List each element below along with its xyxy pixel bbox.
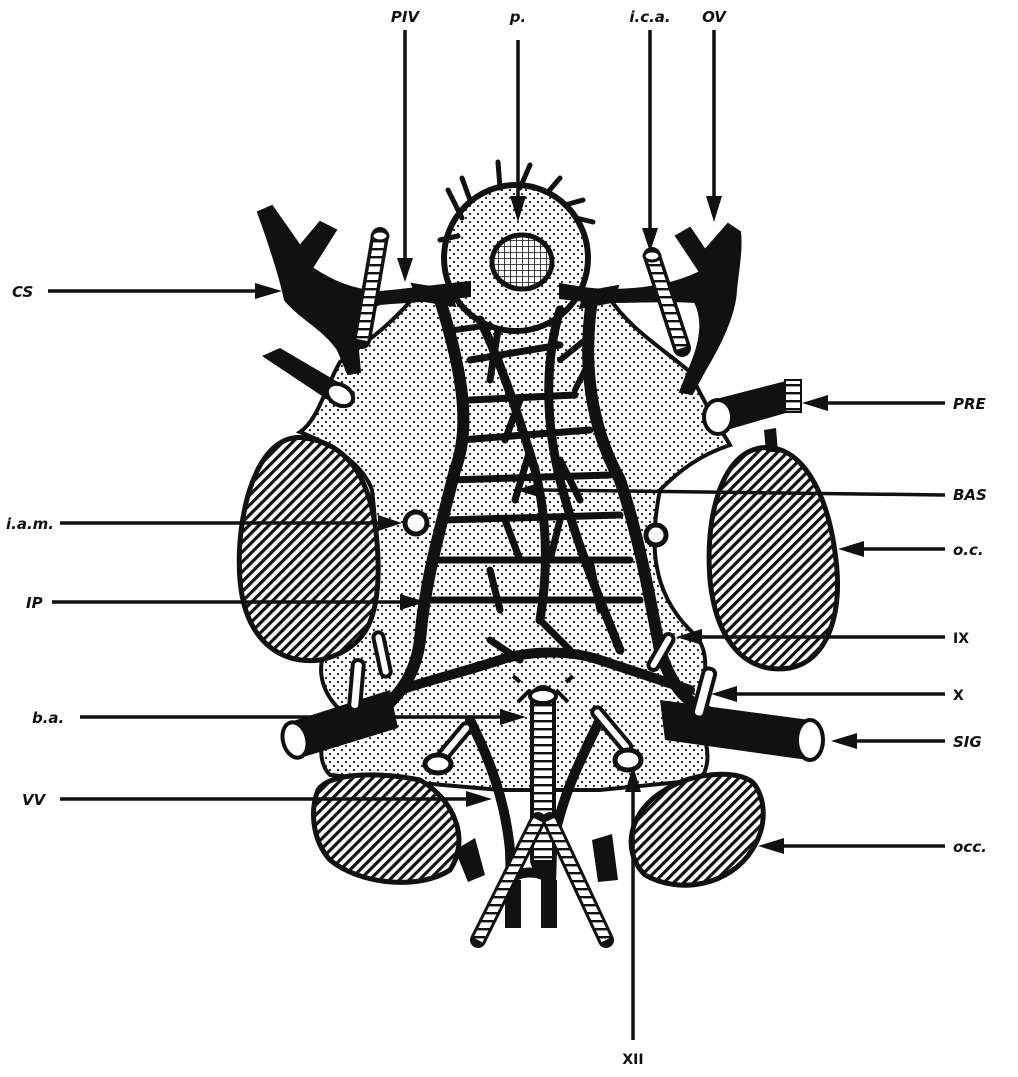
label-ix: IX bbox=[953, 631, 969, 647]
label-ica: i.c.a. bbox=[629, 8, 670, 26]
otic-capsule-left bbox=[239, 438, 378, 661]
label-sig: SIG bbox=[953, 733, 982, 751]
label-ip: IP bbox=[26, 594, 43, 612]
pituitary-gland bbox=[492, 235, 552, 289]
label-oc: o.c. bbox=[953, 541, 984, 559]
label-x: X bbox=[953, 688, 964, 704]
internal-carotid-left bbox=[362, 231, 388, 340]
internal-acoustic-meatus-right bbox=[646, 525, 666, 545]
vertebral-vein-right bbox=[541, 880, 557, 928]
label-bas: BAS bbox=[953, 486, 987, 504]
label-cs: CS bbox=[12, 283, 33, 301]
label-p: p. bbox=[509, 8, 526, 26]
label-pre: PRE bbox=[953, 395, 987, 413]
label-piv: PIV bbox=[391, 8, 421, 26]
occipital-left bbox=[314, 775, 459, 882]
internal-acoustic-meatus-left bbox=[405, 512, 427, 534]
condylar-emissary-right bbox=[592, 834, 618, 882]
label-occ: occ. bbox=[953, 838, 987, 856]
label-ba: b.a. bbox=[32, 709, 64, 727]
label-xii: XII bbox=[622, 1052, 643, 1068]
label-iam: i.a.m. bbox=[6, 515, 54, 533]
nerve-x-stub-left bbox=[349, 660, 364, 711]
label-ov: OV bbox=[702, 8, 727, 26]
hypoglossal-canal-right bbox=[615, 750, 641, 770]
occipital-right bbox=[631, 774, 763, 885]
hypoglossal-canal-left bbox=[425, 755, 451, 773]
label-vv: VV bbox=[22, 791, 47, 809]
